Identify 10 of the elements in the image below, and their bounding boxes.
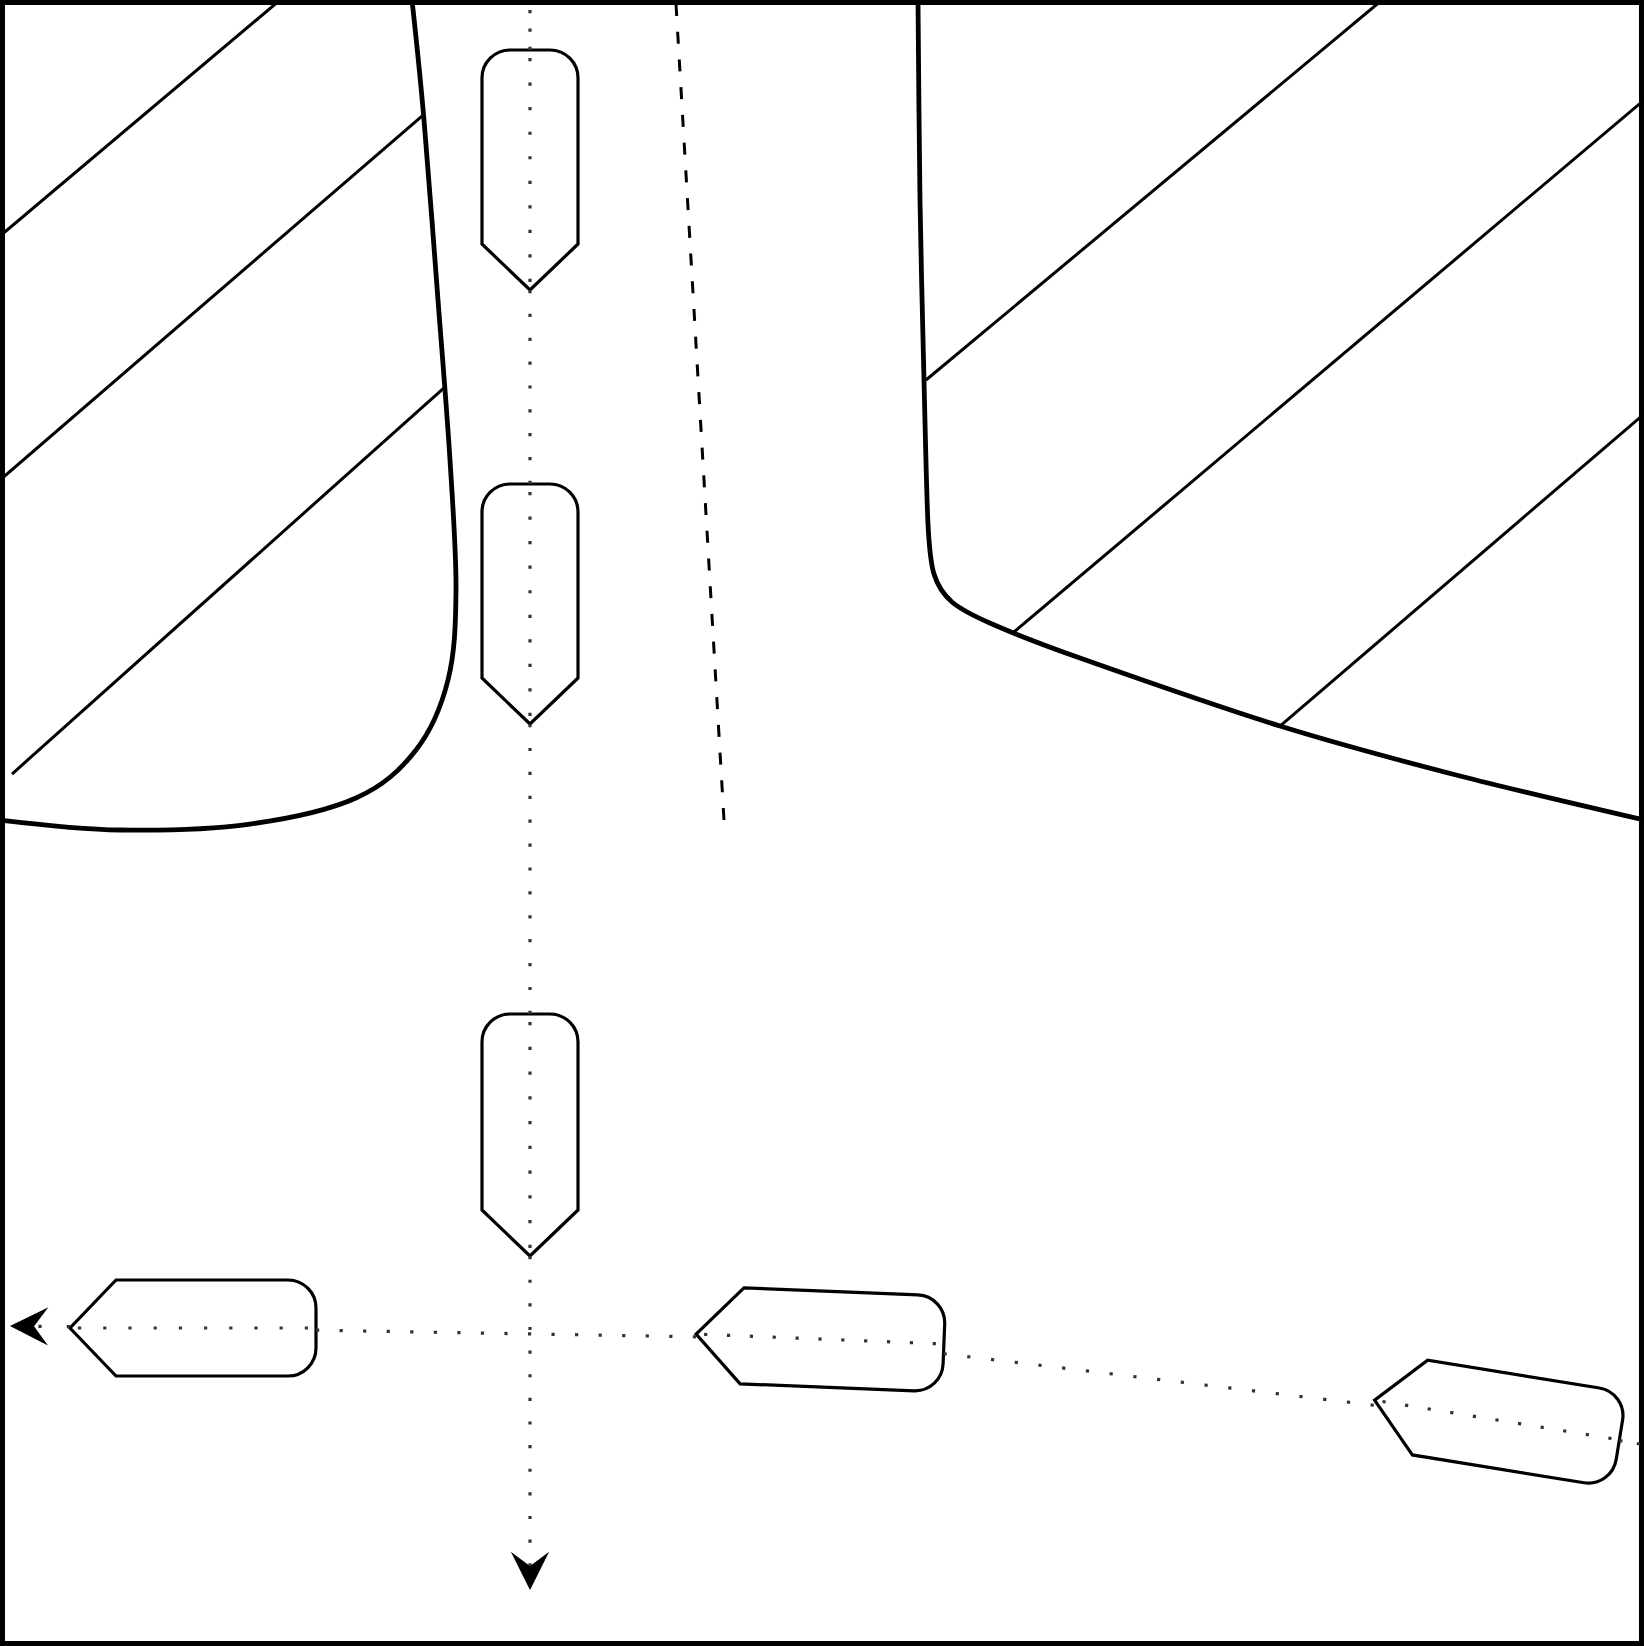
dotted-line: [943, 1352, 1374, 1407]
boat: [480, 1012, 580, 1258]
boat: [1373, 1358, 1625, 1485]
boat: [480, 482, 580, 726]
dotted-line: [1619, 1438, 1641, 1446]
boat: [480, 48, 580, 292]
boat: [68, 1278, 318, 1378]
boat: [694, 1286, 947, 1393]
dotted-line: [528, 10, 532, 50]
dotted-line: [315, 1328, 696, 1339]
